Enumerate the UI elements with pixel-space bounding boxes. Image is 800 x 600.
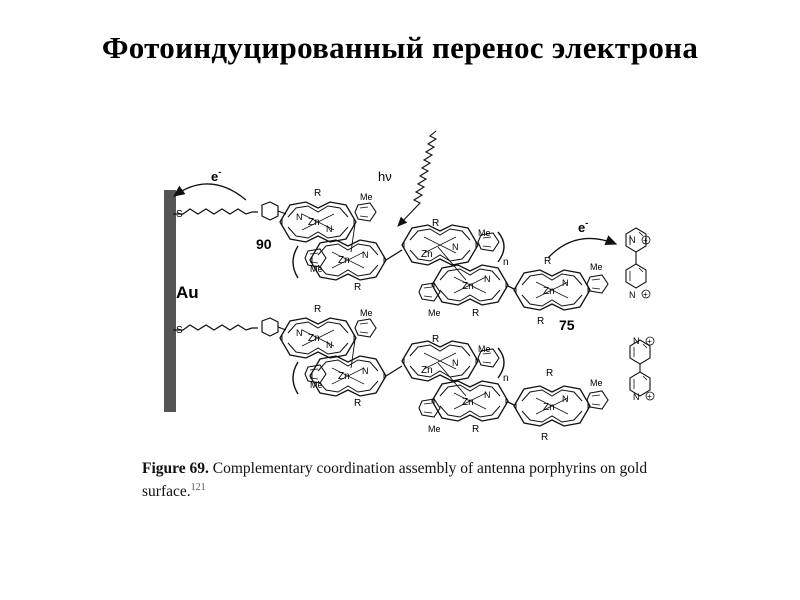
repeat-index: n xyxy=(503,373,509,384)
n-label: N xyxy=(562,278,569,288)
zn-label: Zn xyxy=(308,333,320,344)
light-label: hν xyxy=(378,169,392,184)
r-label: R xyxy=(537,316,544,327)
n-label: N xyxy=(452,358,459,368)
electron-transfer-arrow-left xyxy=(172,183,247,201)
electron-label-right: e- xyxy=(578,218,588,235)
r-label: R xyxy=(546,368,553,379)
n-label: N xyxy=(362,250,369,260)
n-label: N xyxy=(326,340,333,350)
zn-label: Zn xyxy=(543,402,555,413)
me-label: Me xyxy=(478,228,491,238)
sulfur-label: S xyxy=(176,325,183,336)
repeat-index: n xyxy=(503,257,509,268)
me-label: Me xyxy=(478,344,491,354)
viologen-upper: N N + + xyxy=(625,227,651,300)
gold-electrode xyxy=(164,190,176,412)
zn-label: Zn xyxy=(421,249,433,260)
n-label: N xyxy=(562,394,569,404)
r-label: R xyxy=(354,398,361,409)
plus-sign: + xyxy=(647,392,652,401)
light-wave-arrow xyxy=(397,130,438,227)
plus-sign: + xyxy=(643,290,648,299)
compound-number-right: 75 xyxy=(559,317,575,333)
n-label: N xyxy=(296,212,303,222)
n-label: N xyxy=(633,392,640,402)
n-label: N xyxy=(296,328,303,338)
plus-sign: + xyxy=(647,337,652,346)
me-label: Me xyxy=(310,264,323,274)
n-label: N xyxy=(629,235,636,245)
r-label: R xyxy=(432,334,439,345)
zn-label: Zn xyxy=(308,217,320,228)
me-label: Me xyxy=(590,262,603,272)
n-label: N xyxy=(484,274,491,284)
zn-label: Zn xyxy=(338,255,350,266)
zn-label: Zn xyxy=(462,281,474,292)
electron-label-left: e- xyxy=(211,167,221,184)
n-label: N xyxy=(633,336,640,346)
zn-label: Zn xyxy=(543,286,555,297)
r-label: R xyxy=(354,282,361,293)
slide-title: Фотоиндуцированный перенос электрона xyxy=(101,30,699,65)
compound-number-upper: 90 xyxy=(256,236,272,252)
r-label: R xyxy=(314,188,321,199)
me-label: Me xyxy=(310,380,323,390)
n-label: N xyxy=(326,224,333,234)
me-label: Me xyxy=(360,308,373,318)
r-label: R xyxy=(541,432,548,443)
r-label: R xyxy=(472,308,479,319)
n-label: N xyxy=(484,390,491,400)
me-label: Me xyxy=(590,378,603,388)
me-label: Me xyxy=(428,308,441,318)
n-label: N xyxy=(452,242,459,252)
electron-transfer-arrow-right xyxy=(547,235,618,259)
r-label: R xyxy=(314,304,321,315)
porphyrin-array-upper: S Zn Zn Zn Zn Zn R R R R R R Me Me Me Me… xyxy=(173,188,608,327)
figure-caption: Figure 69. Complementary coordination as… xyxy=(142,459,702,501)
me-label: Me xyxy=(428,424,441,434)
n-label: N xyxy=(629,290,636,300)
zn-label: Zn xyxy=(338,371,350,382)
n-label: N xyxy=(362,366,369,376)
figure-label: Figure 69. xyxy=(142,460,209,477)
electrode-label: Au xyxy=(176,283,199,302)
porphyrin-array-lower: S Zn Zn Zn Zn Zn R R R R R R Me Me Me Me… xyxy=(173,304,608,443)
zn-label: Zn xyxy=(421,365,433,376)
caption-text: Complementary coordination assembly of a… xyxy=(142,460,648,501)
sulfur-label: S xyxy=(176,209,183,220)
r-label: R xyxy=(472,424,479,435)
plus-sign: + xyxy=(643,236,648,245)
r-label: R xyxy=(432,218,439,229)
r-label: R xyxy=(544,256,551,267)
zn-label: Zn xyxy=(462,397,474,408)
me-label: Me xyxy=(360,192,373,202)
viologen-lower: N N + + xyxy=(629,336,655,402)
reference-number: 121 xyxy=(190,482,206,493)
